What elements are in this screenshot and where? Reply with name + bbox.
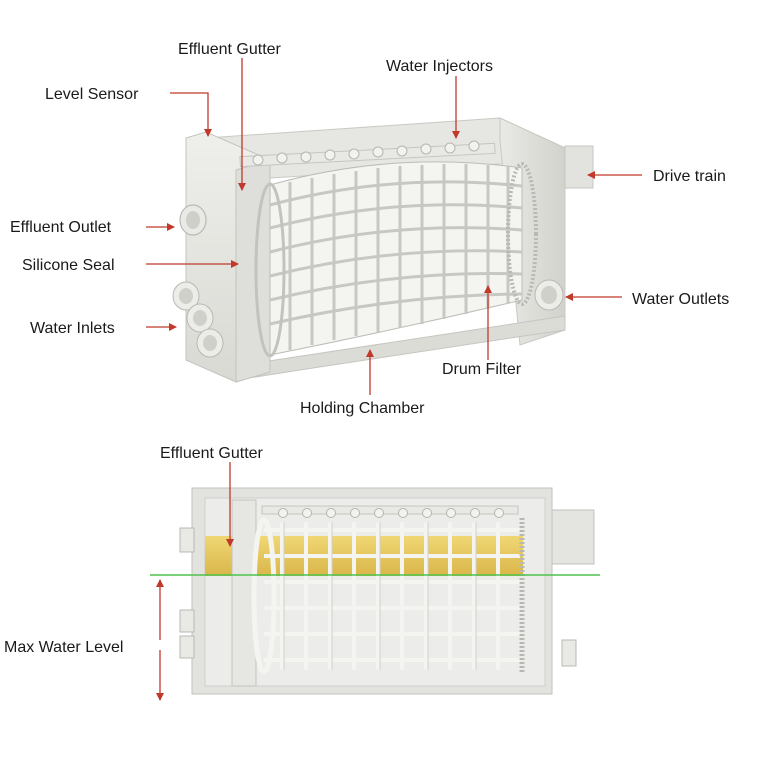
top-callout-arrows — [146, 58, 642, 395]
label-water-outlets: Water Outlets — [632, 291, 729, 308]
bottom-callout-arrows — [156, 462, 234, 701]
label-max-water-level: Max Water Level — [4, 639, 123, 656]
label-effluent-gutter-bottom: Effluent Gutter — [160, 445, 264, 462]
top-drum-filter — [254, 161, 538, 358]
top-water-inlet-pipes — [172, 281, 224, 358]
label-holding-chamber: Holding Chamber — [300, 400, 425, 417]
label-drive-train: Drive train — [653, 168, 726, 185]
label-silicone-seal: Silicone Seal — [22, 257, 115, 274]
top-water-injector-rail — [239, 140, 496, 168]
label-effluent-gutter-top: Effluent Gutter — [178, 41, 282, 58]
label-drum-filter: Drum Filter — [442, 361, 522, 378]
bottom-diagram: Effluent Gutter Max Water Level — [4, 445, 600, 701]
top-diagram: Effluent Gutter Water Injectors Level Se… — [10, 41, 729, 417]
bottom-water-injector-rail — [261, 505, 519, 518]
label-water-injectors: Water Injectors — [386, 58, 493, 75]
label-level-sensor: Level Sensor — [45, 86, 139, 103]
bottom-drum-filter — [251, 517, 525, 675]
bottom-unit-body — [179, 487, 595, 695]
label-effluent-outlet: Effluent Outlet — [10, 219, 112, 236]
label-water-inlets: Water Inlets — [30, 320, 115, 337]
